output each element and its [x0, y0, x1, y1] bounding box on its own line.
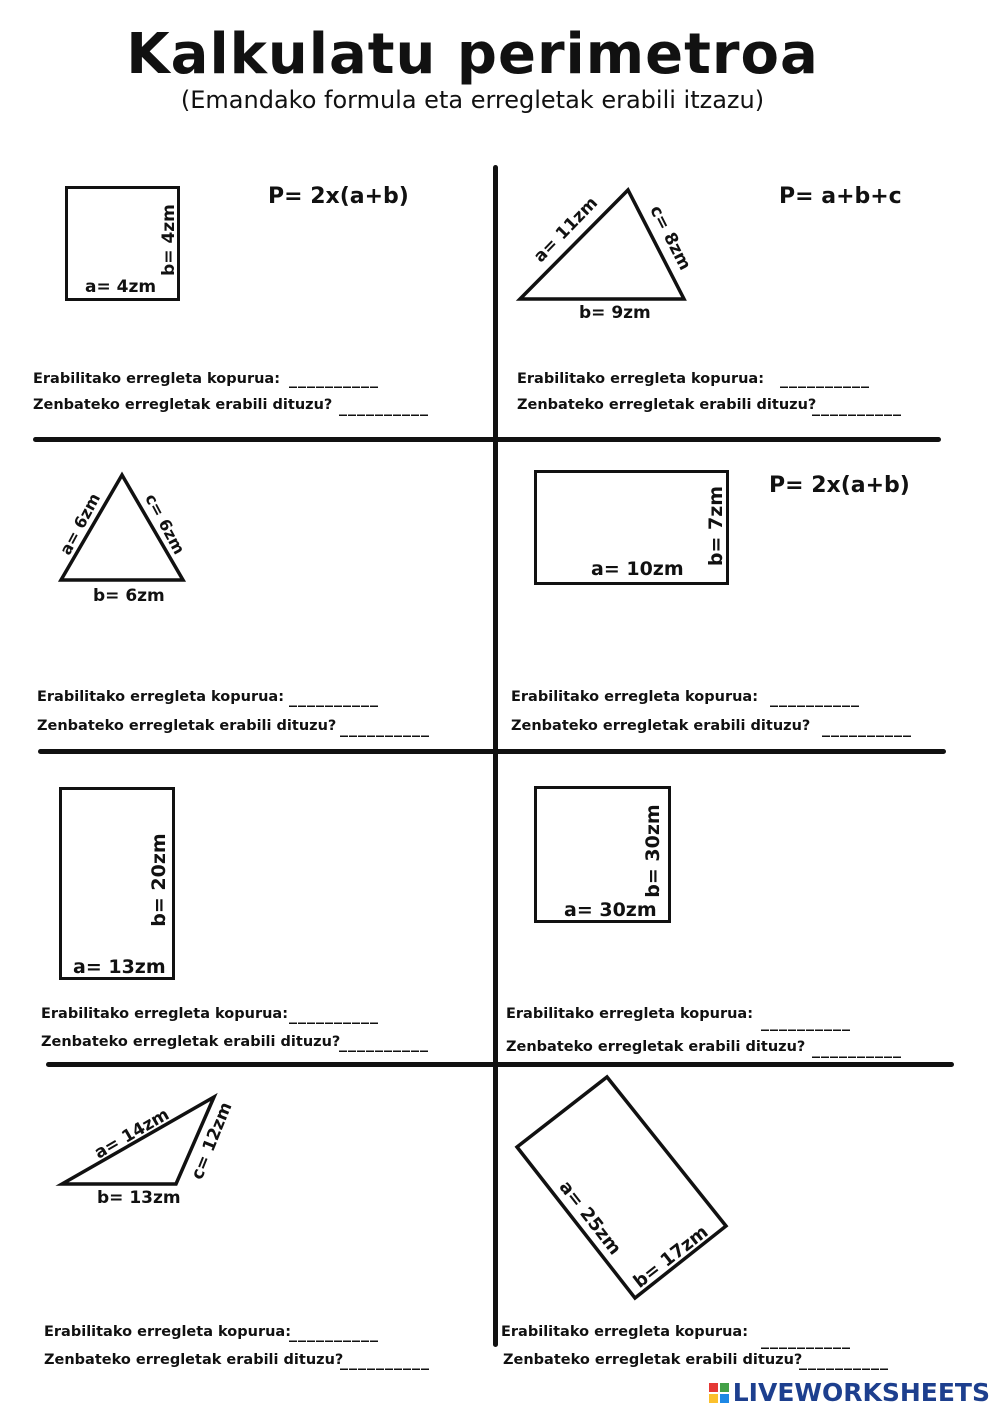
- square-shape: [65, 186, 180, 301]
- answer-blank-which[interactable]: __________: [822, 718, 912, 737]
- answer-blank-count[interactable]: __________: [770, 688, 860, 707]
- question-count-label: Erabilitako erregleta kopurua:: [501, 1324, 749, 1340]
- side-label-a: a= 4zm: [85, 277, 157, 297]
- liveworksheets-logo[interactable]: LIVEWORKSHEETS: [708, 1378, 990, 1407]
- answer-blank-count[interactable]: __________: [761, 1330, 851, 1349]
- question-count-label: Erabilitako erregleta kopurua:: [41, 1006, 289, 1022]
- question-which-label: Zenbateko erregletak erabili dituzu?: [517, 397, 817, 413]
- logo-text: LIVEWORKSHEETS: [732, 1378, 990, 1407]
- question-count-label: Erabilitako erregleta kopurua:: [511, 689, 759, 705]
- answer-blank-count[interactable]: __________: [289, 1323, 379, 1342]
- question-count-label: Erabilitako erregleta kopurua:: [37, 689, 285, 705]
- question-which-label: Zenbateko erregletak erabili dituzu?: [506, 1039, 806, 1055]
- square-shape: [534, 786, 671, 923]
- question-which-label: Zenbateko erregletak erabili dituzu?: [41, 1034, 341, 1050]
- side-label-b: b= 9zm: [579, 303, 651, 323]
- answer-blank-count[interactable]: __________: [761, 1012, 851, 1031]
- question-count-label: Erabilitako erregleta kopurua:: [517, 371, 765, 387]
- question-which-label: Zenbateko erregletak erabili dituzu?: [511, 718, 811, 734]
- answer-blank-count[interactable]: __________: [289, 1005, 379, 1024]
- answer-blank-which[interactable]: __________: [339, 1033, 429, 1052]
- side-label-b: b= 6zm: [93, 586, 165, 606]
- question-which-label: Zenbateko erregletak erabili dituzu?: [33, 397, 333, 413]
- rectangle-shape: [534, 470, 729, 585]
- formula-triangle: P= a+b+c: [779, 184, 902, 209]
- logo-squares-icon: [708, 1382, 729, 1403]
- question-count-label: Erabilitako erregleta kopurua:: [33, 371, 281, 387]
- question-which-label: Zenbateko erregletak erabili dituzu?: [37, 718, 337, 734]
- side-label-a: a= 10zm: [591, 558, 684, 580]
- logo-square: [708, 1382, 718, 1392]
- logo-square: [719, 1393, 729, 1403]
- question-which-label: Zenbateko erregletak erabili dituzu?: [503, 1352, 803, 1368]
- horizontal-divider-2: [38, 749, 946, 754]
- answer-blank-count[interactable]: __________: [289, 688, 379, 707]
- question-count-label: Erabilitako erregleta kopurua:: [506, 1006, 754, 1022]
- side-label-a: a= 13zm: [73, 956, 166, 978]
- rectangle-shape: [59, 787, 175, 980]
- formula-rectangle: P= 2x(a+b): [769, 473, 910, 498]
- page-title: Kalkulatu perimetroa: [126, 22, 819, 87]
- horizontal-divider-3: [46, 1062, 954, 1067]
- logo-square: [719, 1382, 729, 1392]
- question-count-label: Erabilitako erregleta kopurua:: [44, 1324, 292, 1340]
- horizontal-divider-1: [33, 437, 941, 442]
- answer-blank-count[interactable]: __________: [289, 369, 379, 388]
- logo-square: [708, 1393, 718, 1403]
- vertical-divider: [493, 165, 498, 1347]
- answer-blank-which[interactable]: __________: [340, 718, 430, 737]
- side-label-a: a= 30zm: [564, 899, 657, 921]
- answer-blank-which[interactable]: __________: [799, 1351, 889, 1370]
- page-subtitle: (Emandako formula eta erregletak erabili…: [180, 86, 765, 114]
- formula-rectangle: P= 2x(a+b): [268, 184, 409, 209]
- answer-blank-which[interactable]: __________: [340, 1351, 430, 1370]
- answer-blank-which[interactable]: __________: [812, 397, 902, 416]
- side-label-b: b= 13zm: [97, 1188, 181, 1208]
- answer-blank-which[interactable]: __________: [339, 397, 429, 416]
- answer-blank-count[interactable]: __________: [780, 369, 870, 388]
- question-which-label: Zenbateko erregletak erabili dituzu?: [44, 1352, 344, 1368]
- answer-blank-which[interactable]: __________: [812, 1039, 902, 1058]
